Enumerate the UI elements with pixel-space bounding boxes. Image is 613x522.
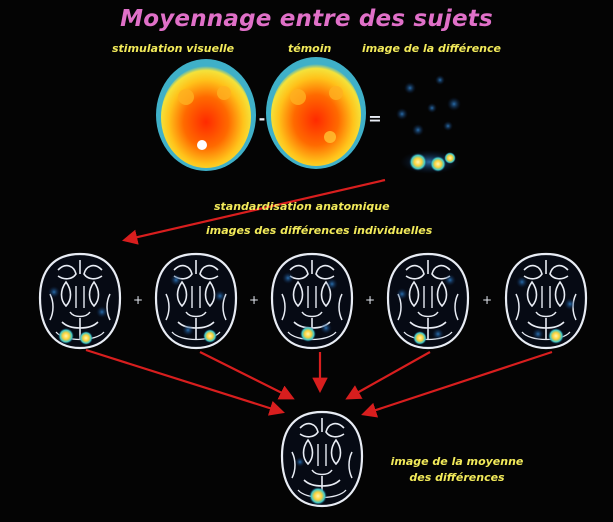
arrow-scan4-to-average (348, 352, 430, 398)
individual-scan-5 (506, 254, 586, 348)
label-moyenne-line1: image de la moyenne (382, 455, 532, 468)
minus-operator-1: - (259, 109, 266, 128)
plus-operator-2: + (249, 293, 259, 307)
arrow-scan1-to-average (86, 350, 282, 412)
label-temoin: témoin (288, 42, 331, 55)
individual-scan-2 (156, 254, 236, 348)
page-title-overlay: Moyennage entre des sujets (0, 6, 613, 32)
plus-operator-3: + (365, 293, 375, 307)
pet-scan-stimulation (156, 59, 256, 171)
pet-scan-temoin (266, 57, 366, 169)
individual-scan-1 (40, 254, 120, 348)
label-stimulation-visuelle: stimulation visuelle (112, 42, 234, 55)
arrow-scan5-to-average (364, 352, 552, 414)
equals-operator: = (368, 109, 381, 128)
average-scan (282, 412, 362, 506)
label-image-difference: image de la différence (362, 42, 501, 55)
label-moyenne-line2: des différences (382, 471, 532, 484)
difference-scan (396, 75, 461, 174)
label-standardisation: standardisation anatomique (214, 200, 390, 213)
plus-operator-1: + (133, 293, 143, 307)
label-differences-individuelles: images des différences individuelles (206, 224, 432, 237)
individual-scan-3 (272, 254, 352, 348)
individual-scan-4 (388, 254, 468, 348)
plus-operator-4: + (482, 293, 492, 307)
